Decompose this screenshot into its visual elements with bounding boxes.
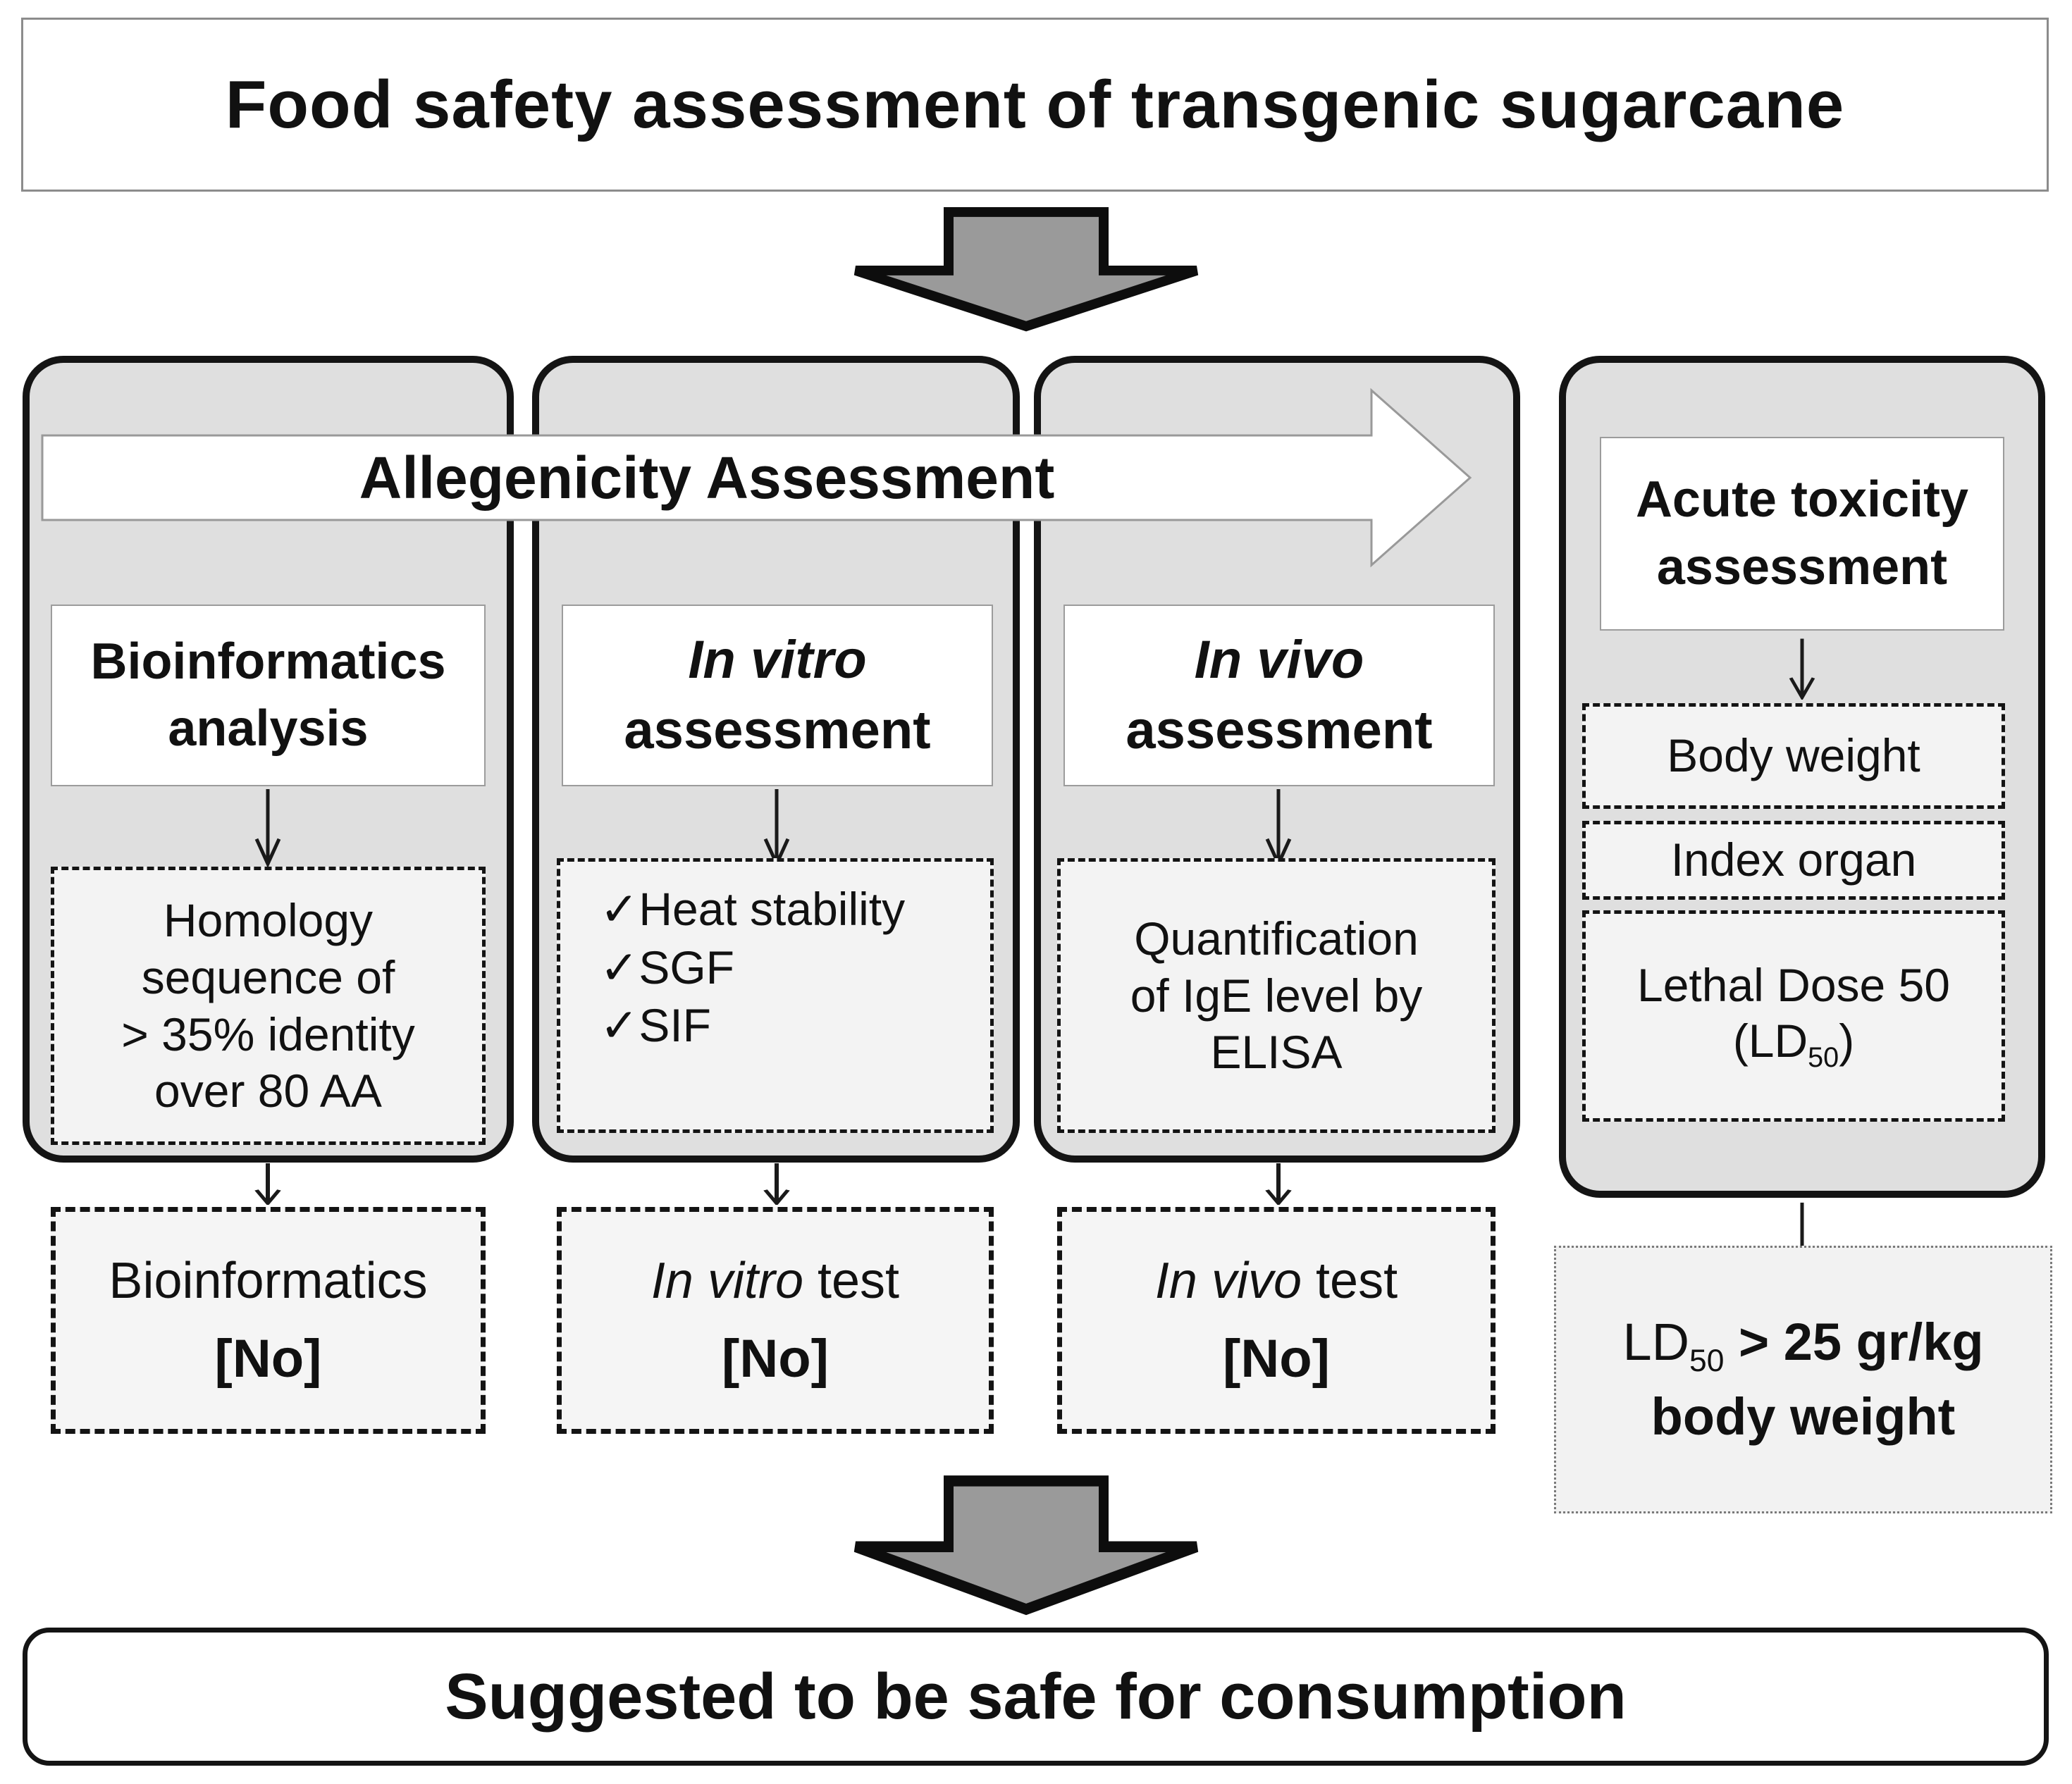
detail-line: > 35% identity <box>121 1008 415 1060</box>
checklist-label: SIF <box>639 999 711 1051</box>
page-title: Food safety assessment of transgenic sug… <box>225 66 1845 142</box>
result-flag: [No] <box>722 1328 829 1389</box>
flow-arrow-icon <box>1789 638 1815 700</box>
header-bioinformatics: Bioinformatics analysis <box>51 605 486 786</box>
header-in-vivo: In vivo assessment <box>1063 605 1495 786</box>
index-organ-box: Index organ <box>1582 821 2005 900</box>
header-line: assessment <box>624 700 931 760</box>
ld-value: > 25 gr/kg <box>1724 1312 1984 1371</box>
checklist-label: SGF <box>639 941 734 993</box>
flow-arrow-icon <box>1265 788 1292 867</box>
result-flag: [No] <box>1223 1328 1330 1389</box>
result-italic-part: In vivo <box>1154 1252 1302 1309</box>
detail-line: Lethal Dose 50 <box>1637 958 1950 1011</box>
detail-line: Index organ <box>1670 834 1917 886</box>
ld-pre: LD <box>1622 1312 1690 1371</box>
result-ld50: LD50 > 25 gr/kg body weight <box>1554 1246 2052 1513</box>
down-arrow-icon <box>853 1475 1199 1616</box>
body-weight-box: Body weight <box>1582 703 2005 809</box>
conclusion-box: Suggested to be safe for consumption <box>23 1628 2049 1766</box>
invitro-checklist-box: ✓Heat stability ✓SGF ✓SIF <box>557 858 994 1133</box>
down-arrow-icon <box>853 206 1199 332</box>
header-in-vitro: In vitro assessment <box>562 605 993 786</box>
column-acute-toxicity: Acute toxicity assessment Body weight In… <box>1559 356 2045 1198</box>
checklist-item: ✓SGF <box>600 939 955 997</box>
header-line: Bioinformatics <box>90 633 446 690</box>
conclusion-text: Suggested to be safe for consumption <box>445 1660 1627 1733</box>
checklist-label: Heat stability <box>639 883 906 935</box>
result-label: Bioinformatics <box>109 1252 427 1310</box>
lethal-dose-box: Lethal Dose 50 (LD50) <box>1582 910 2005 1122</box>
header-line: In vivo <box>1194 629 1364 690</box>
result-label: LD50 > 25 gr/kg <box>1622 1307 1983 1382</box>
flow-arrow-icon <box>254 788 281 867</box>
check-icon: ✓ <box>600 999 639 1051</box>
result-label: In vivo test <box>1155 1252 1398 1310</box>
checklist-item: ✓Heat stability <box>600 880 955 939</box>
result-text-part: test <box>803 1252 900 1309</box>
detail-line: over 80 AA <box>154 1065 382 1117</box>
header-line: assessment <box>1126 700 1433 760</box>
result-in-vivo: In vivo test [No] <box>1057 1207 1496 1434</box>
allergenicity-right-arrow-banner <box>41 388 1472 568</box>
result-label-line2: body weight <box>1651 1387 1956 1447</box>
check-icon: ✓ <box>600 883 639 935</box>
header-line: assessment <box>1656 538 1948 595</box>
check-icon: ✓ <box>600 941 639 993</box>
lethal-pre: (LD <box>1732 1014 1808 1067</box>
lethal-sub: 50 <box>1808 1041 1839 1073</box>
header-line: In vitro <box>688 629 867 690</box>
detail-line: (LD50) <box>1733 1013 1854 1075</box>
result-italic-part: In vitro <box>650 1252 803 1309</box>
flow-arrow-icon <box>763 788 790 867</box>
result-label: In vitro test <box>651 1252 899 1310</box>
ige-quantification-box: Quantification of IgE level by ELISA <box>1057 858 1496 1133</box>
result-bioinformatics: Bioinformatics [No] <box>51 1207 486 1434</box>
detail-line: Quantification <box>1134 912 1419 965</box>
checklist-item: ✓SIF <box>600 996 955 1055</box>
result-text-part: test <box>1302 1252 1398 1309</box>
banner-label: Allegenicity Assessment <box>359 444 1055 511</box>
detail-line: Homology <box>163 894 374 947</box>
lethal-post: ) <box>1839 1014 1855 1067</box>
detail-line: sequence of <box>141 950 395 1003</box>
header-line: Acute toxicity <box>1635 471 1969 528</box>
ld-sub: 50 <box>1689 1343 1725 1378</box>
result-flag: [No] <box>214 1328 322 1389</box>
detail-line: ELISA <box>1210 1026 1343 1079</box>
flow-arrow-icon <box>254 1163 281 1205</box>
result-text-part: Bioinformatics <box>109 1252 428 1309</box>
flow-arrow-icon <box>1265 1163 1292 1205</box>
header-line: analysis <box>168 700 369 757</box>
detail-line: of IgE level by <box>1130 969 1423 1022</box>
result-in-vitro: In vitro test [No] <box>557 1207 994 1434</box>
detail-line: Body weight <box>1667 729 1920 782</box>
title-box: Food safety assessment of transgenic sug… <box>21 18 2049 192</box>
homology-box: Homology sequence of > 35% identity over… <box>51 867 486 1145</box>
flow-arrow-icon <box>763 1163 790 1205</box>
header-acute-toxicity: Acute toxicity assessment <box>1600 437 2004 631</box>
